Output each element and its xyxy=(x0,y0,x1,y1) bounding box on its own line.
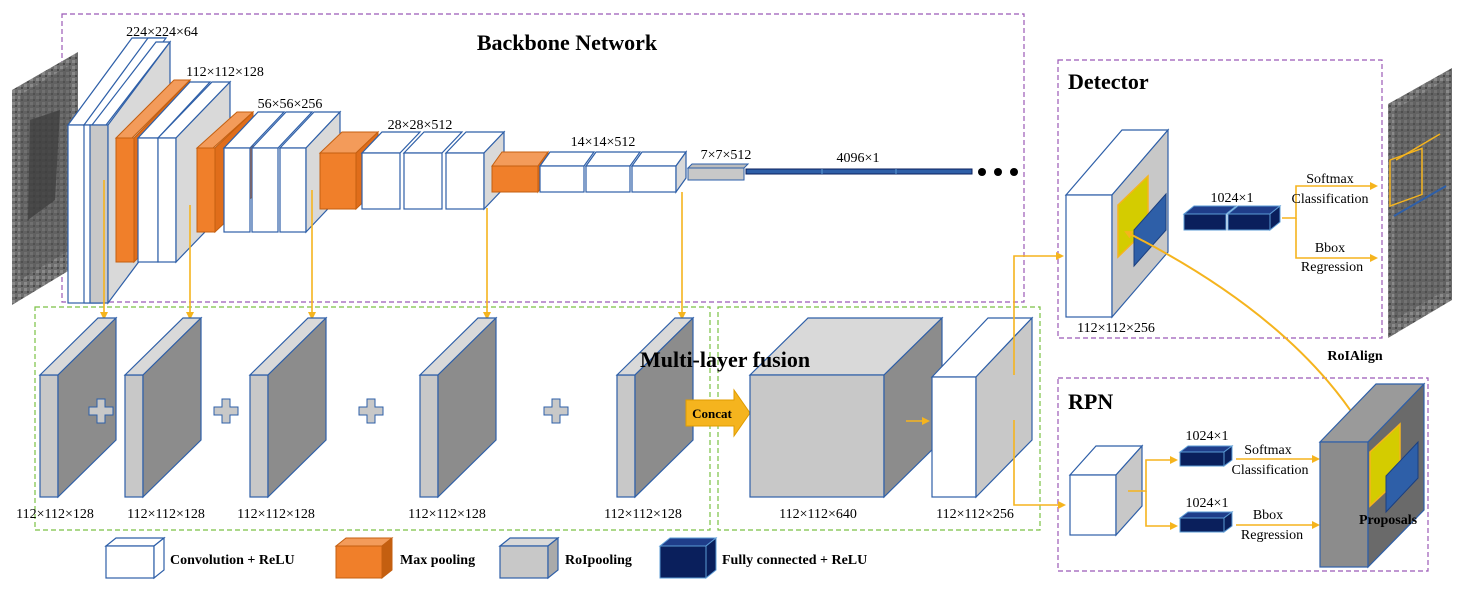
fusion-dim-5: 112×112×128 xyxy=(604,507,682,522)
detector-cls-line2: Classification xyxy=(1292,192,1369,207)
backbone-conv-block-5 xyxy=(538,150,688,194)
fusion-output-cube xyxy=(930,316,1034,499)
backbone-conv-block-4 xyxy=(360,130,506,211)
backbone-ellipsis xyxy=(978,168,1018,176)
legend-conv-swatch xyxy=(104,536,166,580)
legend-pool-swatch xyxy=(334,536,394,580)
rpn-fc-block-1 xyxy=(1178,445,1234,467)
rpn-reg-line1: Bbox xyxy=(1253,508,1283,523)
detector-title: Detector xyxy=(1068,69,1149,94)
backbone-dim-2: 112×112×128 xyxy=(186,65,264,80)
rpn-cls-line1: Softmax xyxy=(1244,443,1291,458)
rpn-reg-line2: Regression xyxy=(1241,528,1303,543)
plus-icon xyxy=(88,398,114,424)
legend-conv-label: Convolution + ReLU xyxy=(170,553,295,568)
detector-group-box xyxy=(1057,59,1383,339)
concat-cube xyxy=(748,316,944,499)
rpn-fc-dim-1: 1024×1 xyxy=(1186,429,1229,444)
plus-icon xyxy=(358,398,384,424)
fusion-dim-3: 112×112×128 xyxy=(237,507,315,522)
fusion-dim-1: 112×112×128 xyxy=(16,507,94,522)
rpn-fc-dim-2: 1024×1 xyxy=(1186,496,1229,511)
concat-dim: 112×112×640 xyxy=(779,507,857,522)
roialign-label: RoIAlign xyxy=(1327,349,1382,364)
legend-roi-label: RoIpooling xyxy=(565,553,632,568)
output-to-heads-arrows xyxy=(1013,252,1066,509)
fusion-title: Multi-layer fusion xyxy=(640,347,810,372)
proposals-cube xyxy=(1318,382,1426,569)
backbone-title: Backbone Network xyxy=(477,30,658,55)
plus-icon xyxy=(213,398,239,424)
rpn-input-arrows xyxy=(1128,456,1178,530)
fusion-dim-2: 112×112×128 xyxy=(127,507,205,522)
legend-fc-label: Fully connected + ReLU xyxy=(722,553,867,568)
backbone-dim-6: 7×7×512 xyxy=(701,148,752,163)
plus-icon xyxy=(543,398,569,424)
fusion-output-dim: 112×112×256 xyxy=(936,507,1014,522)
legend-roi-swatch xyxy=(498,536,560,580)
backbone-dim-3: 56×56×256 xyxy=(258,97,323,112)
proposals-label: Proposals xyxy=(1359,513,1418,528)
backbone-dim-5: 14×14×512 xyxy=(571,135,636,150)
rpn-group-box xyxy=(1057,377,1429,572)
input-image xyxy=(12,52,78,305)
legend-pool-label: Max pooling xyxy=(400,553,475,568)
fusion-dim-4: 112×112×128 xyxy=(408,507,486,522)
rpn-title: RPN xyxy=(1068,389,1113,414)
fusion-slab-5 xyxy=(615,316,695,499)
rpn-head-arrows xyxy=(1236,455,1320,529)
backbone-fc-bar xyxy=(745,168,973,175)
rpn-fc-block-2 xyxy=(1178,511,1234,533)
backbone-dim-1: 224×224×64 xyxy=(126,25,198,40)
backbone-dim-4: 28×28×512 xyxy=(388,118,453,133)
detector-fc-dim: 1024×1 xyxy=(1211,191,1254,206)
rpn-cls-line2: Classification xyxy=(1232,463,1309,478)
detector-reg-line1: Bbox xyxy=(1315,241,1345,256)
detector-head-arrows xyxy=(1282,182,1378,262)
legend-fc-swatch xyxy=(658,536,718,580)
backbone-to-fusion-arrows xyxy=(100,180,686,320)
backbone-roipool xyxy=(686,163,750,181)
backbone-dim-7: 4096×1 xyxy=(837,151,880,166)
concat-label: Concat xyxy=(692,406,732,421)
fusion-slab-2 xyxy=(123,316,203,499)
fusion-slab-4 xyxy=(418,316,498,499)
detector-reg-line2: Regression xyxy=(1301,260,1363,275)
detector-feature-dim: 112×112×256 xyxy=(1077,321,1155,336)
fusion-slab-3 xyxy=(248,316,328,499)
concat-arrow: Concat xyxy=(685,388,751,438)
detector-fc-block xyxy=(1182,204,1282,232)
detector-cls-line1: Softmax xyxy=(1306,172,1353,187)
fusion-slab-1 xyxy=(38,316,118,499)
output-image xyxy=(1388,68,1452,338)
